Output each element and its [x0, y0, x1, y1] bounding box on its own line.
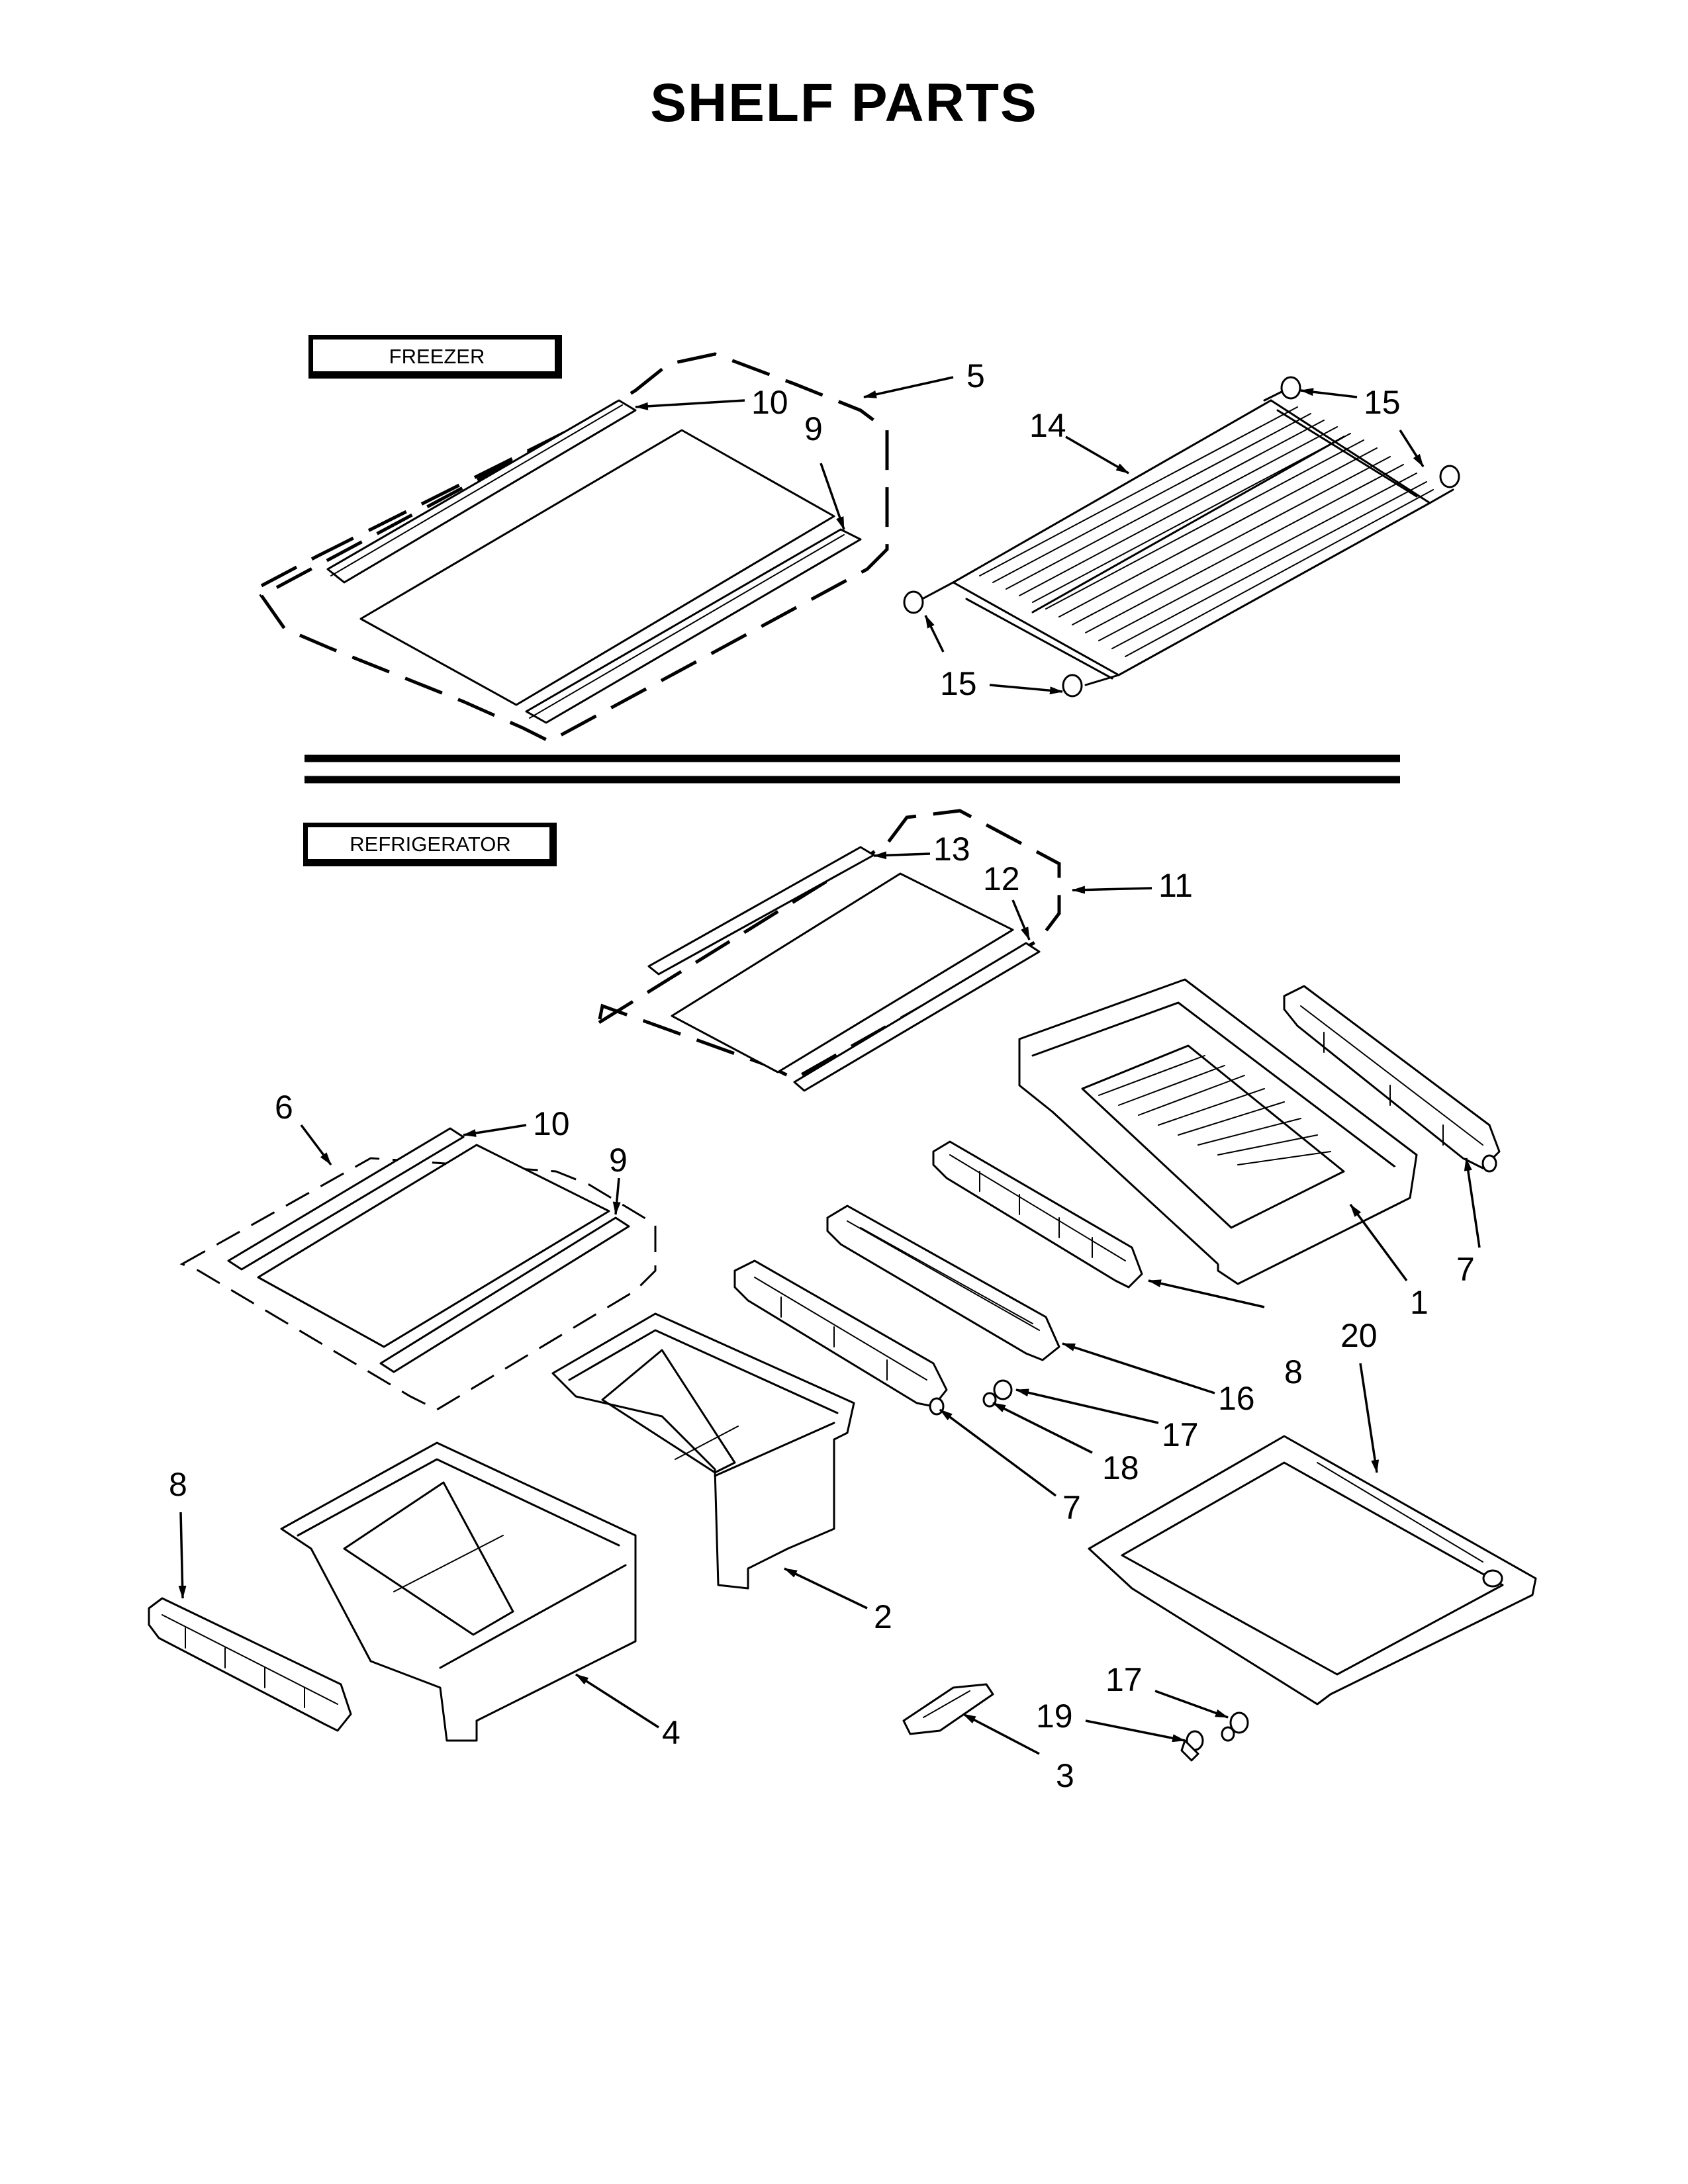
callout-18: 18 [1102, 1449, 1139, 1486]
drawer-slide-rail-center-8 [932, 1140, 1143, 1289]
callout-5: 5 [966, 357, 985, 394]
callout-16: 16 [1218, 1380, 1255, 1417]
callout-20: 20 [1340, 1317, 1378, 1354]
callout-10-refrigerator: 10 [533, 1105, 570, 1142]
callout-9-freezer: 9 [804, 410, 823, 447]
callout-7-left: 7 [1062, 1489, 1081, 1526]
freezer-label: FREEZER [389, 345, 485, 368]
refrigerator-label-box: REFRIGERATOR [303, 823, 557, 866]
callout-2: 2 [874, 1598, 892, 1635]
refrigerator-lower-glass-shelf [179, 1127, 657, 1411]
callout-11: 11 [1158, 867, 1193, 904]
deli-drawer [1018, 978, 1418, 1285]
callout-4: 4 [662, 1714, 680, 1751]
callout-13: 13 [933, 831, 970, 868]
crisper-drawer-left [280, 1441, 637, 1742]
callout-7-right: 7 [1456, 1251, 1475, 1288]
drawer-slide-rail-right [1283, 985, 1501, 1173]
callout-numbers: 5 10 9 14 15 15 13 12 11 6 10 9 7 1 8 16… [169, 357, 1475, 1794]
freezer-wire-shelf [903, 376, 1460, 698]
freezer-glass-shelf-assembly [259, 352, 889, 743]
callout-15-top: 15 [1364, 384, 1401, 421]
callout-leaders [178, 376, 1481, 1755]
callout-3: 3 [1056, 1757, 1074, 1794]
crisper-cover [1088, 1435, 1537, 1706]
refrigerator-label: REFRIGERATOR [350, 833, 510, 856]
callout-8-left: 8 [169, 1466, 187, 1503]
fastener-set [1180, 1711, 1249, 1762]
crisper-drawer-right [551, 1312, 855, 1590]
callout-19: 19 [1036, 1698, 1073, 1735]
drawer-slide-rail-left-8 [148, 1597, 352, 1732]
callout-14: 14 [1029, 407, 1066, 444]
callout-12: 12 [983, 860, 1020, 897]
callout-6: 6 [275, 1089, 293, 1126]
callout-1: 1 [1410, 1284, 1429, 1321]
freezer-label-box: FREEZER [308, 335, 562, 379]
callout-8-center: 8 [1284, 1353, 1303, 1390]
drawer-slide-rail-center-16 [826, 1205, 1060, 1408]
refrigerator-upper-glass-shelf [596, 809, 1061, 1092]
callout-10-freezer: 10 [751, 384, 788, 421]
callout-9-refrigerator: 9 [609, 1142, 628, 1179]
callout-17-upper: 17 [1162, 1416, 1199, 1453]
callout-15-bottom: 15 [940, 665, 977, 702]
humidity-control-slider [902, 1683, 994, 1735]
page-title: SHELF PARTS [650, 73, 1037, 133]
callout-17-lower: 17 [1105, 1661, 1143, 1698]
